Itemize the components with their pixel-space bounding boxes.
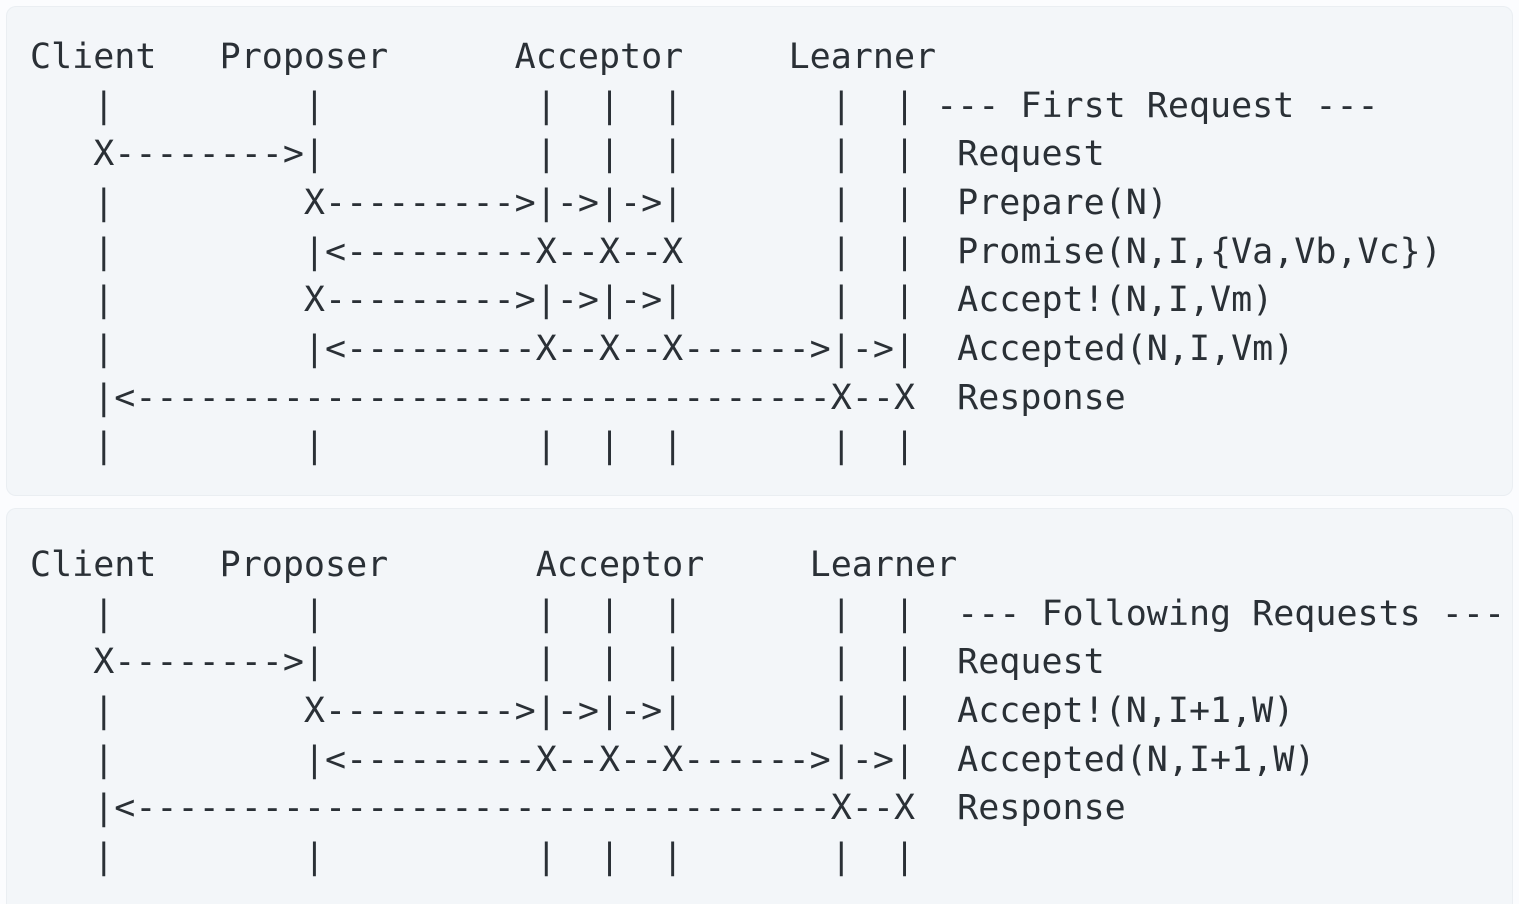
first-request-ascii-diagram: Client Proposer Acceptor Learner | | | |… [30, 37, 1442, 467]
following-requests-code-block: Client Proposer Acceptor Learner | | | |… [6, 508, 1513, 904]
following-requests-ascii-diagram: Client Proposer Acceptor Learner | | | |… [30, 545, 1506, 877]
first-request-code-block: Client Proposer Acceptor Learner | | | |… [6, 6, 1513, 496]
